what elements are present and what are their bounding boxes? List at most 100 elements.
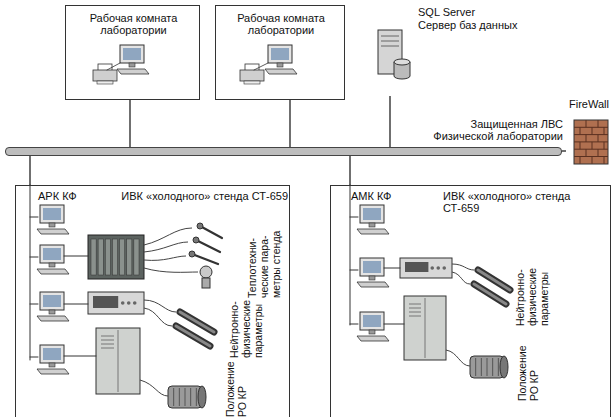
brick-joint [592,157,593,164]
control-cabinet [96,328,140,394]
screen [123,48,141,60]
thermocouple [196,240,220,252]
keyboard [37,369,69,374]
device-knob [442,266,446,270]
pressure-transmitter [200,266,212,288]
network-cable [350,217,358,218]
node-label: Рабочая комната лаборатории [221,12,341,36]
cabinet-door [425,298,426,358]
thermocouple [192,254,218,264]
tray [97,81,113,84]
network-link [129,100,130,147]
keyboard [37,269,69,274]
rack-module [120,239,125,275]
sensor-cable [144,256,186,260]
network-cable [30,357,38,358]
sensor-cable [144,242,188,252]
parameter-label: Нейтронно-физические параметры [514,266,550,326]
measuring-device [400,258,452,278]
brick-row [574,134,608,135]
rack-module [91,239,96,275]
device-cable [64,304,88,305]
node-label: ИВК «холодного» стенда СТ-659 [114,190,288,202]
printer-cable [254,63,268,70]
monitor-stand [369,330,375,334]
cabinet-cable [64,356,96,357]
drive-motor [168,386,206,408]
network-link [29,156,30,185]
computer-icon [37,245,69,274]
motor-fin [185,388,186,406]
keyboard [37,229,69,234]
motor-fin [498,358,499,376]
motor-fin [196,388,197,406]
keyboard [357,229,389,234]
brick-joint [598,149,599,156]
keyboard [37,316,69,321]
computer-icon [357,205,389,234]
motor-body [168,386,202,408]
motor-fin [173,388,174,406]
rack-module [98,239,103,275]
control-cabinet [404,296,446,360]
device-knob [127,301,131,305]
sensor-cable [144,268,198,272]
node-label: ИВК «холодного» стенда СТ-659 [443,190,595,214]
printer-body [240,70,264,81]
icon-label-node: FireWall [566,98,612,165]
node-label: Рабочая комната лаборатории [71,12,196,36]
screen [43,348,61,360]
parameter-label: Положение РО КР [516,343,540,401]
cabinet-vent [409,316,421,317]
keyboard [357,282,389,287]
parameter-label: Теплотехни- ческие пара- метры стенда [246,226,282,298]
tray [244,81,260,84]
group-box: Рабочая комната лаборатории [65,5,200,100]
rack-body [88,235,144,279]
monitor-stand [49,310,55,314]
monitor-stand [369,276,375,280]
screen [363,315,381,327]
motor-fin [487,358,488,376]
cabinet-body [404,296,446,360]
parameter-label: Положение РО КР [224,359,248,417]
network-cable [350,185,351,325]
drive-bay [381,41,399,42]
cabinet-vent [101,344,114,345]
motor-fin [190,388,191,406]
device-display [405,262,428,272]
group-box: Рабочая комната лаборатории [215,5,345,100]
brick-row [574,127,608,128]
firewall-icon [574,120,608,164]
measuring-device [88,292,144,314]
computer-icon [265,45,297,74]
device-body [400,258,452,278]
rack-module [127,239,132,275]
drive-bay [381,36,399,37]
brick-joint [604,127,605,134]
brick-joint [604,157,605,164]
screen [43,295,61,307]
node-label: FireWall [566,98,612,110]
icon-label-node: SQL ServerСервер баз данных [372,6,522,96]
detector-probe [176,326,210,346]
rack-module [105,239,110,275]
screen [271,48,289,60]
motor-cable [140,380,168,396]
cabinet-vent [101,336,114,337]
rack-module [134,239,139,275]
thermocouple [200,226,222,238]
printer-cable [107,63,120,70]
cabinet-vent [101,348,114,349]
brick-joint [592,127,593,134]
cabinet-vent [409,304,421,305]
brick-joint [592,142,593,149]
motor-end [198,386,206,408]
brick-joint [580,127,581,134]
motor-cable [446,350,470,366]
transmitter-body [202,278,210,288]
network-cable [30,257,38,258]
detector-probe-shine [474,284,506,304]
motor-fin [492,358,493,376]
sensor-cable [144,308,172,326]
